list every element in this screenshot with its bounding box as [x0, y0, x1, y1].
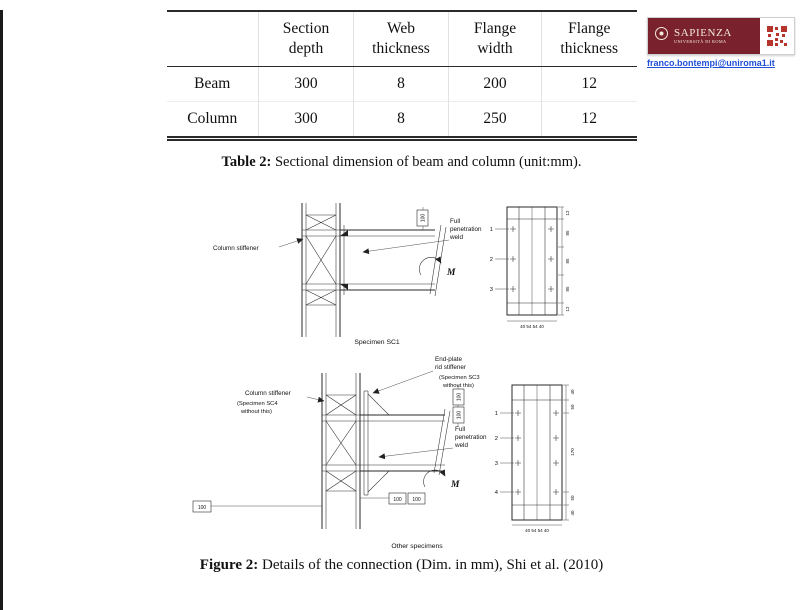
- sc1-caption: Specimen SC1: [354, 339, 400, 346]
- table-cell: 12: [541, 101, 637, 139]
- col-header-flange-width: Flange width: [448, 11, 542, 68]
- others-bolt-detail: 1 2 3 4 40 50 170 50 40 40 54 54 40: [494, 384, 575, 533]
- corner-header: [166, 11, 259, 68]
- others-dim-100-e: 100: [197, 505, 206, 511]
- table-caption-label: Table 2:: [221, 154, 272, 171]
- qr-code-icon: [760, 18, 794, 54]
- others-sc3-label-1: (Specimen SC3: [439, 375, 480, 381]
- sc1-dim-bottom: 40 54 54 40: [520, 324, 544, 329]
- email-link[interactable]: franco.bontempi@uniroma1.it: [647, 58, 775, 68]
- table-caption: Table 2: Sectional dimension of beam and…: [167, 154, 637, 171]
- others-bolt-row-2: 2: [494, 436, 497, 442]
- table-section: Section depth Web thickness Flange width…: [166, 10, 637, 171]
- others-dim-right-3: 170: [570, 448, 575, 456]
- sapienza-wordmark: SAPIENZA UNIVERSITÀ DI ROMA: [674, 26, 732, 44]
- logo-row: SAPIENZA UNIVERSITÀ DI ROMA: [647, 17, 795, 55]
- others-dim-100-a: 100: [456, 393, 462, 402]
- table-cell: 8: [353, 101, 449, 139]
- table-cell: 8: [353, 66, 449, 102]
- others-bolt-row-1: 1: [494, 411, 497, 417]
- table-cell: 250: [448, 101, 542, 139]
- others-weld-label-1: Full: [455, 426, 465, 433]
- others-dim-100-b: 100: [456, 411, 462, 420]
- sc1-moment-label: M: [446, 268, 456, 278]
- sc1-diagram: 100 Column stiffener Full penetration we…: [213, 203, 482, 346]
- sc1-dim-right-1: 12: [565, 210, 570, 216]
- sapienza-emblem-icon: [654, 26, 669, 46]
- sc1-weld-label-2: penetration: [450, 226, 482, 233]
- col-header-section-depth: Section depth: [258, 11, 354, 68]
- figure-caption-text: Details of the connection (Dim. in mm), …: [258, 557, 604, 574]
- others-dim-bottom: 40 54 54 40: [525, 528, 549, 533]
- sapienza-logo: SAPIENZA UNIVERSITÀ DI ROMA: [648, 18, 760, 54]
- sc1-dim-right-3: 85: [565, 258, 570, 264]
- others-weld-label-2: penetration: [455, 434, 487, 441]
- sc1-bolt-detail: 1 2 3 12 85 85 85 12 40 54 54 40: [489, 206, 570, 329]
- table-cell: 200: [448, 66, 542, 102]
- others-endplate-label-1: End-plate: [435, 356, 462, 363]
- others-sc4-label-1: (Specimen SC4: [237, 401, 278, 407]
- sc1-dim-right-4: 85: [565, 286, 570, 292]
- connection-figure: 100 Column stiffener Full penetration we…: [192, 203, 575, 550]
- others-sc4-label-2: without this): [240, 409, 272, 415]
- table-cell: 300: [258, 101, 354, 139]
- header-row: Section depth Web thickness Flange width…: [166, 11, 637, 68]
- others-bolt-row-4: 4: [494, 490, 498, 496]
- sc1-dim-100: 100: [420, 214, 426, 223]
- sc1-bolt-row-1: 1: [489, 227, 492, 233]
- table-row-beam: Beam 300 8 200 12: [167, 66, 637, 102]
- sc1-dim-right-5: 12: [565, 306, 570, 312]
- figure-caption: Figure 2: Details of the connection (Dim…: [3, 557, 800, 574]
- table-cell: 300: [258, 66, 354, 102]
- sc1-bolt-row-3: 3: [489, 287, 492, 293]
- logo-name: SAPIENZA: [674, 26, 732, 39]
- others-dim-right-2: 50: [570, 404, 575, 410]
- table-row-column: Column 300 8 250 12: [166, 101, 637, 139]
- row-label: Beam: [194, 75, 231, 93]
- others-dim-right-4: 50: [570, 495, 575, 501]
- others-moment-label: M: [450, 480, 460, 490]
- others-bolt-row-3: 3: [494, 461, 497, 467]
- sc1-dim-right-2: 85: [565, 230, 570, 236]
- figure-caption-label: Figure 2:: [199, 557, 259, 574]
- others-weld-label-3: weld: [454, 442, 468, 449]
- col-header-web-thickness: Web thickness: [353, 11, 449, 68]
- dimension-table: Section depth Web thickness Flange width…: [166, 10, 637, 142]
- sapienza-logo-card: SAPIENZA UNIVERSITÀ DI ROMA franco.bonte…: [647, 17, 795, 68]
- figure-section: 100 Column stiffener Full penetration we…: [3, 195, 800, 574]
- row-label: Column: [166, 101, 259, 139]
- others-dim-right-5: 40: [570, 510, 575, 516]
- others-dim-100-d: 100: [412, 497, 421, 503]
- sc1-weld-label-3: weld: [449, 234, 463, 241]
- col-header-flange-thickness: Flange thickness: [541, 11, 637, 68]
- others-caption: Other specimens: [391, 543, 443, 550]
- sc1-bolt-row-2: 2: [489, 257, 492, 263]
- logo-subtitle: UNIVERSITÀ DI ROMA: [674, 38, 727, 44]
- table-cell: 12: [541, 66, 637, 102]
- sc1-weld-label-1: Full: [450, 218, 460, 225]
- others-diagram: End-plate rid stiffener (Specimen SC3 wi…: [192, 356, 487, 550]
- others-dim-right-1: 40: [570, 389, 575, 395]
- table-caption-text: Sectional dimension of beam and column (…: [271, 154, 582, 171]
- others-column-stiffener-label: Column stiffener: [245, 390, 291, 397]
- sc1-column-stiffener-label: Column stiffener: [213, 245, 259, 252]
- others-dim-100-c: 100: [393, 497, 402, 503]
- others-endplate-label-2: rid stiffener: [435, 364, 466, 371]
